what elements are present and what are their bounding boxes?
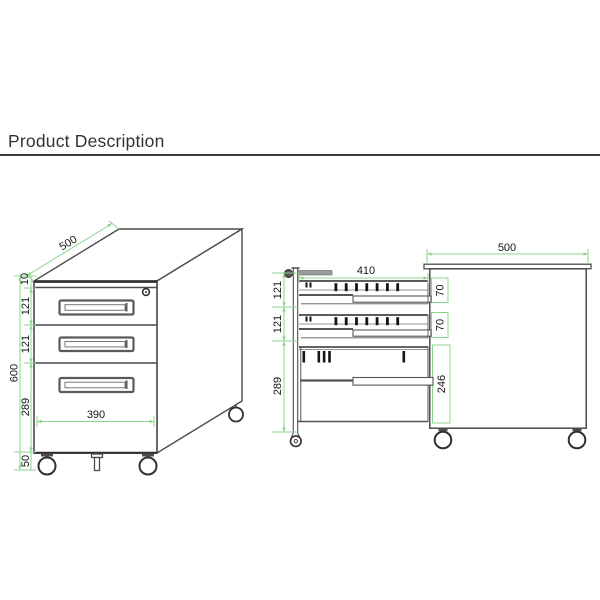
dim-ext: [23, 272, 35, 282]
caster-wheel: [567, 430, 587, 450]
dim-box-drawer1: [431, 277, 449, 303]
dim-label-interior-depth: 410: [357, 265, 375, 277]
dim-label-caster-height: 50: [20, 455, 32, 467]
dim-ext: [108, 220, 120, 230]
drawer-handle-3: [58, 376, 135, 394]
drawer-slide-unit-2: [299, 314, 432, 339]
dim-label-box3-height: 246: [436, 375, 448, 393]
caster-hub: [293, 439, 298, 444]
dim-label-drawer3-height: 289: [20, 398, 32, 416]
caster-plate: [41, 453, 53, 457]
caster-wheel: [37, 456, 57, 476]
section-view: 410 121 121 289: [272, 265, 434, 448]
caster-wheel: [228, 406, 244, 423]
dim-label-drawer1-height: 121: [20, 297, 32, 315]
page-title: Product Description: [8, 131, 165, 151]
isometric-view: 500 10 121 121 289 50 600: [8, 220, 245, 476]
dim-label-pitch2: 121: [272, 315, 284, 333]
dim-label-side-depth: 500: [498, 242, 516, 254]
dim-label-drawer2-height: 121: [20, 335, 32, 353]
dim-label-pitch1: 121: [272, 281, 284, 299]
dim-label-box2-height: 70: [434, 319, 446, 331]
caster-wheel: [433, 430, 453, 450]
caster-plate: [438, 428, 448, 432]
caster-plate: [142, 453, 154, 457]
dim-label-iso-depth: 500: [57, 234, 79, 254]
drawer-slide-unit-3: [299, 346, 434, 422]
drawer-handle-2: [58, 336, 135, 353]
side-view: 500 70 70 246: [423, 242, 592, 450]
drawer-slide-unit-1: [299, 280, 432, 305]
caster-fork: [291, 432, 294, 438]
leveler-foot: [93, 456, 101, 472]
side-body-panel: [429, 268, 587, 429]
dim-label-top-thickness: 10: [19, 273, 31, 285]
lock-bar: [297, 270, 333, 276]
dim-box-drawer2: [431, 312, 449, 338]
caster-wheel: [138, 456, 158, 476]
dim-label-front-width: 390: [87, 409, 105, 421]
dim-line-iso-depth: [26, 223, 113, 276]
lock-keyhole: [145, 291, 147, 293]
dim-label-pitch3: 289: [272, 377, 284, 395]
caster-plate: [572, 428, 582, 432]
caster-wheel: [289, 435, 302, 448]
dim-label-overall-height: 600: [8, 364, 20, 382]
title-underline: [0, 154, 600, 156]
dim-label-box1-height: 70: [434, 284, 446, 296]
drawer-handle-1: [58, 299, 135, 316]
